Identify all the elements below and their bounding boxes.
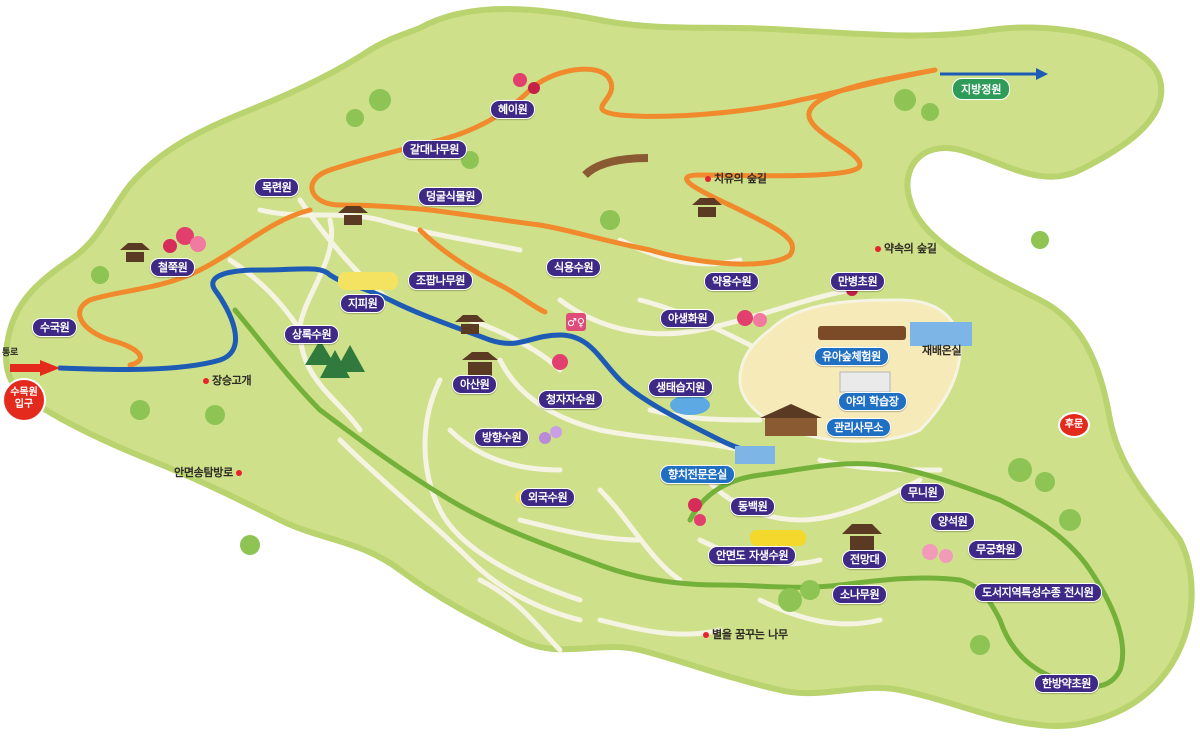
place-asan[interactable]: 아산원 xyxy=(452,375,498,394)
blue-trail xyxy=(57,266,773,458)
place-muni[interactable]: 무니원 xyxy=(900,483,946,502)
place-banghyang[interactable]: 방향수원 xyxy=(474,428,530,447)
place-manbyeongcho[interactable]: 만병초원 xyxy=(830,272,886,291)
entry-arrow xyxy=(40,360,60,376)
place-sikyong[interactable]: 식용수원 xyxy=(546,258,602,277)
entrance-line2: 입구 xyxy=(14,399,34,410)
office-building xyxy=(765,416,817,436)
landmark-anmyeon-road[interactable]: 안면송탐방로 xyxy=(174,464,245,480)
pavilion-icons xyxy=(120,198,882,550)
exit-badge[interactable]: 후문 xyxy=(1058,412,1090,438)
local-garden-link[interactable]: 지방정원 xyxy=(952,78,1011,100)
landmark-dream-tree-text: 별을 꿈꾸는 나무 xyxy=(712,628,788,641)
landmark-dot xyxy=(705,176,711,182)
place-anmyeon-jasaeng[interactable]: 안면도 자생수원 xyxy=(708,546,797,565)
place-sugukwon[interactable]: 수국원 xyxy=(32,318,78,337)
land-area xyxy=(3,6,1195,729)
landmark-jangseung-text: 장승고개 xyxy=(212,374,252,387)
place-jipiwon[interactable]: 지피원 xyxy=(340,294,386,313)
place-deonggul[interactable]: 덩굴식물원 xyxy=(418,187,484,206)
place-yaksu[interactable]: 약용수원 xyxy=(704,272,760,291)
outdoor-classroom-icon xyxy=(839,371,891,393)
place-yasaenghwa[interactable]: 야생화원 xyxy=(660,309,716,328)
landmark-jangseung[interactable]: 장승고개 xyxy=(200,372,252,388)
restroom-glyph: ♂♀ xyxy=(567,316,585,329)
place-sonamu[interactable]: 소나무원 xyxy=(832,585,888,604)
place-mugunghwa[interactable]: 무궁화원 xyxy=(968,540,1024,559)
place-yangseok[interactable]: 양석원 xyxy=(930,512,976,531)
landmark-dot xyxy=(235,470,242,476)
building-icons xyxy=(735,322,972,464)
place-doseo[interactable]: 도서지역특성수종 전시원 xyxy=(974,583,1102,602)
entry-arrow-shaft xyxy=(10,364,42,372)
restroom-icon xyxy=(566,313,586,331)
orange-trail-branch xyxy=(417,227,548,315)
conifer-icons xyxy=(305,340,365,378)
landmark-promise-forest[interactable]: 약속의 숲길 xyxy=(872,240,937,256)
place-hanbangyak[interactable]: 한방약초원 xyxy=(1034,674,1100,693)
landmark-dot xyxy=(703,632,709,638)
entry-sign: 통로 xyxy=(2,348,18,358)
place-jaebae[interactable]: 재배온실 xyxy=(922,344,962,357)
place-oeguk[interactable]: 외국수원 xyxy=(520,488,576,507)
boardwalk xyxy=(582,154,649,179)
landmark-dot xyxy=(875,246,881,252)
greenhouse-icon xyxy=(910,322,972,346)
place-yuasul[interactable]: 유아숲체험원 xyxy=(814,347,889,366)
landmark-dream-tree[interactable]: 별을 꿈꾸는 나무 xyxy=(700,626,788,642)
hyangchi-greenhouse-icon xyxy=(735,446,775,464)
landmark-healing-forest[interactable]: 치유의 숲길 xyxy=(702,170,767,186)
place-cheoljuk[interactable]: 철쭉원 xyxy=(150,258,196,277)
landmark-anmyeon-road-text: 안면송탐방로 xyxy=(174,466,233,479)
landmark-dot xyxy=(203,378,209,384)
place-sangnok[interactable]: 상록수원 xyxy=(284,325,340,344)
orange-trail-west xyxy=(77,207,313,368)
place-yaoe[interactable]: 야외 학습장 xyxy=(838,392,907,411)
entrance-line1: 수목원 xyxy=(10,387,38,398)
place-saengtae[interactable]: 생태습지원 xyxy=(648,378,714,397)
arrow-head xyxy=(1036,68,1048,80)
green-trail xyxy=(232,307,1126,690)
pond xyxy=(670,395,710,415)
place-dongbaek[interactable]: 동백원 xyxy=(730,497,776,516)
place-mokryeon[interactable]: 목련원 xyxy=(254,178,300,197)
place-honeyeon[interactable]: 혜이원 xyxy=(490,100,536,119)
yuasul-sign-icon xyxy=(818,326,906,340)
landmark-healing-forest-text: 치유의 숲길 xyxy=(714,172,767,185)
place-jeonmangdae[interactable]: 전망대 xyxy=(842,550,888,569)
place-hyangchi[interactable]: 향치전문온실 xyxy=(660,465,735,484)
tree-icons xyxy=(91,89,1081,655)
place-jojaknamu[interactable]: 조팝나무원 xyxy=(408,271,474,290)
entrance-badge[interactable]: 수목원 입구 xyxy=(2,378,46,422)
place-cheongjasu[interactable]: 청자자수원 xyxy=(538,390,604,409)
orange-trail xyxy=(309,66,938,267)
landmark-promise-forest-text: 약속의 숲길 xyxy=(884,242,937,255)
place-gwanri[interactable]: 관리사무소 xyxy=(826,418,892,437)
place-gamdongnamu[interactable]: 갈대나무원 xyxy=(402,140,468,159)
